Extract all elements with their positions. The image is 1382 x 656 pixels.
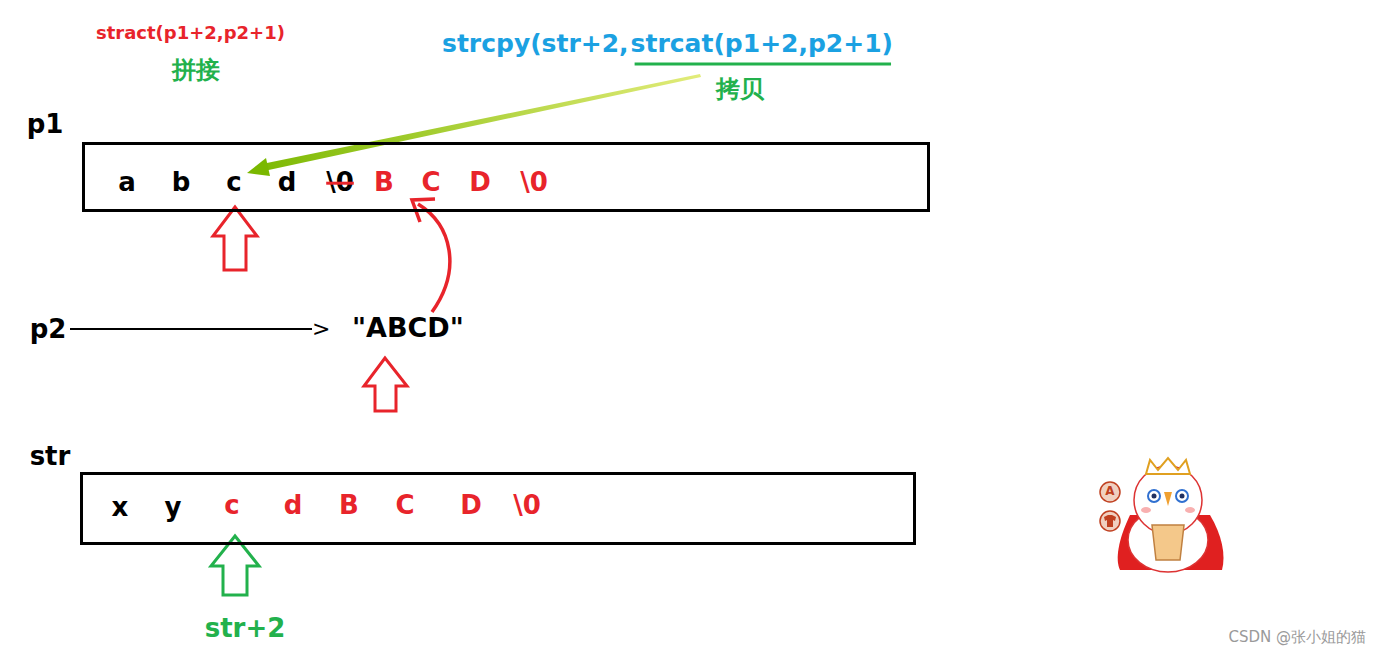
memory-box: strxycdBCD\0 [80,472,916,545]
box-title: str [30,442,71,471]
char-cell: D [469,168,491,197]
mascot [1100,458,1224,572]
char-cell: y [165,493,182,522]
caption-note: 拼接 [172,57,220,83]
underline [635,63,891,66]
curved-arrow [418,204,450,312]
memory-box: p1abcd\0BCD\0 [82,142,930,212]
code-note: stract(p1+2,p2+1) [96,23,285,43]
pointer-line [70,328,312,330]
char-cell: \0 [520,168,548,197]
box-title: p1 [27,110,64,139]
copy-arrow [262,74,701,171]
char-cell: C [395,491,414,520]
pointer-name: str+2 [205,614,286,643]
char-cell: B [339,491,359,520]
char-cell: d [284,491,303,520]
code-expression: strcat(p1+2,p2+1) [631,30,893,58]
watermark: CSDN @张小姐的猫 [1228,629,1366,646]
char-cell: C [421,168,440,197]
pointer-head: > [312,317,330,341]
char-cell: d [278,168,297,197]
char-cell: c [224,491,239,520]
char-cell: c [226,168,241,197]
code-expression: strcpy(str+2, [442,30,629,58]
pointer-arrow [364,358,407,411]
char-cell: \0 [326,168,354,197]
caption-note: 拷贝 [716,76,764,102]
char-cell: \0 [513,491,541,520]
pointer-name: p2 [30,315,67,344]
char-cell: b [172,168,191,197]
string-literal: "ABCD" [352,313,464,343]
char-cell: x [112,493,129,522]
char-cell: D [460,491,482,520]
icon-letter: A [1105,485,1114,498]
char-cell: a [118,168,136,197]
pointer-arrow [213,207,257,270]
char-cell: B [374,168,394,197]
copy-arrow-head [247,158,270,176]
